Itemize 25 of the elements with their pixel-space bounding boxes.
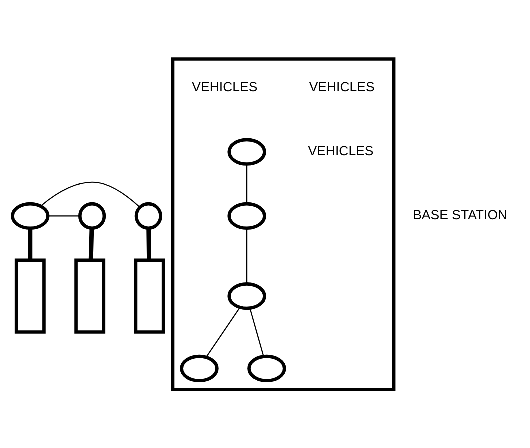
node-ellipse: [228, 202, 266, 230]
label: VEHICLES: [309, 78, 375, 94]
connector: [88, 228, 94, 260]
node-ellipse: [228, 282, 266, 310]
cluster: [171, 57, 396, 391]
connector: [246, 164, 248, 204]
connector: [28, 228, 33, 260]
node-ellipse: [248, 354, 286, 382]
connector: [40, 181, 140, 208]
label: BASE STATION: [413, 207, 508, 222]
node-ellipse: [180, 354, 219, 382]
connector: [250, 308, 264, 356]
connector: [206, 307, 240, 358]
label: VEHICLES: [308, 143, 374, 158]
connector: [146, 228, 152, 260]
node-circle: [134, 202, 162, 230]
node-box: [14, 258, 46, 334]
node-ellipse: [228, 138, 266, 166]
node-box: [74, 258, 106, 334]
label: VEHICLES: [192, 78, 258, 94]
connector: [48, 215, 80, 216]
node-circle: [78, 202, 106, 230]
node-box: [134, 258, 166, 334]
node-ellipse: [11, 202, 50, 230]
connector: [246, 228, 248, 284]
